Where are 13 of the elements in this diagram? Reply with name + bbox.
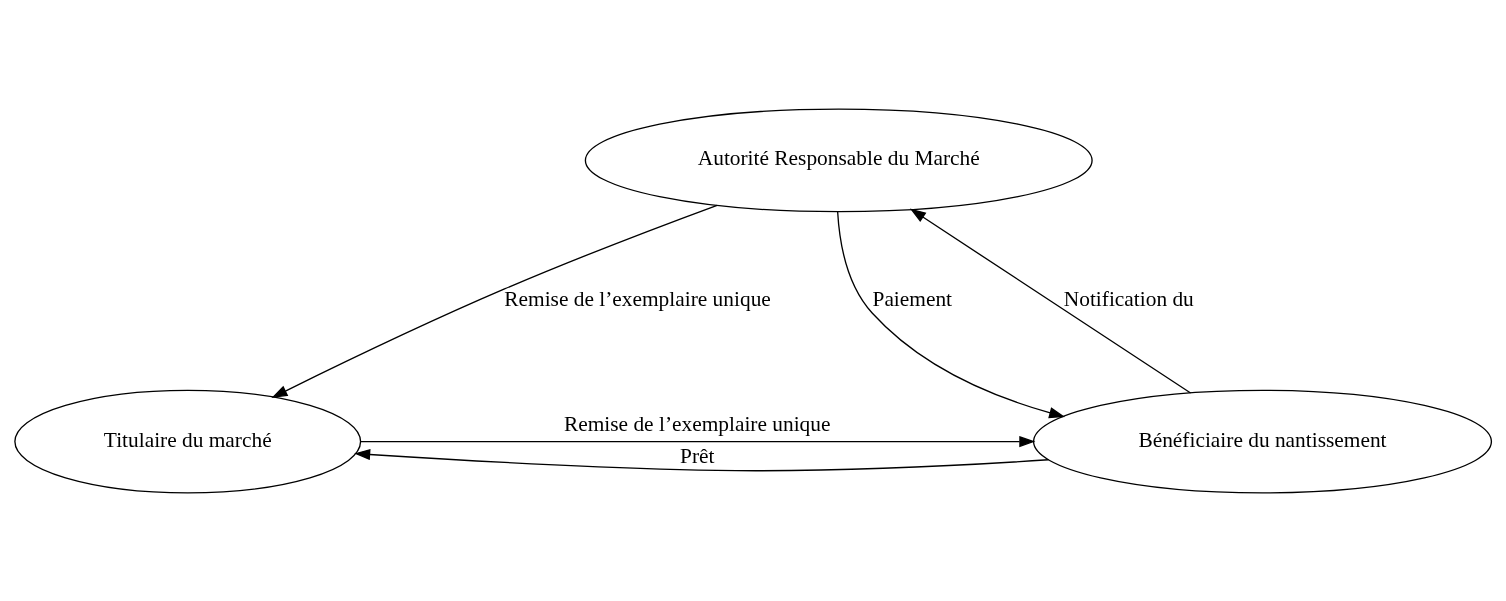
- edge-label: Notification du: [1063, 286, 1194, 311]
- edge-label: Paiement: [872, 286, 953, 311]
- node-ellipse: Autorité Responsable du Marché: [584, 107, 1093, 212]
- arrow: [360, 435, 1036, 447]
- node-ellipse: Titulaire du marché: [14, 389, 362, 494]
- arrow: [354, 448, 1050, 471]
- edge-label: Remise de l’exemplaire unique: [504, 286, 771, 311]
- edge-label: Remise de l’exemplaire unique: [563, 411, 831, 436]
- arrow: [836, 210, 1066, 418]
- node-ellipse: Bénéficiaire du nantissement: [1032, 389, 1493, 494]
- arrow: [271, 204, 718, 398]
- arrow: [909, 208, 1192, 394]
- edge-label: Prêt: [680, 443, 715, 468]
